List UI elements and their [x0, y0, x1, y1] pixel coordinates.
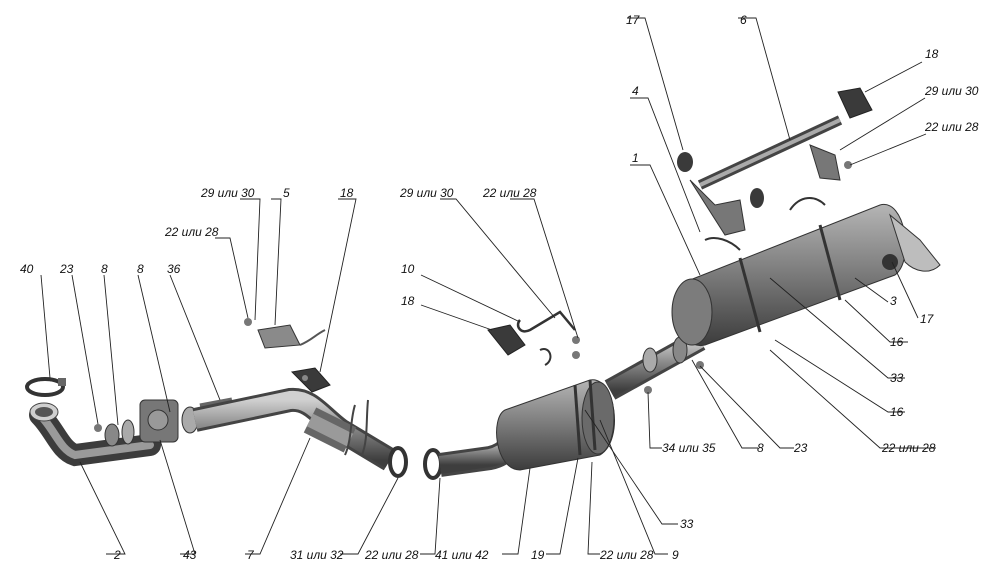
callout-17: 17 — [920, 312, 935, 326]
clamp-40 — [25, 377, 66, 397]
callout-22-28: 22 или 28 — [599, 548, 654, 562]
callout-22-28: 22 или 28 — [482, 186, 537, 200]
gasket-flange-8-23 — [94, 419, 135, 447]
callout-18: 18 — [401, 294, 415, 308]
callout-5: 5 — [283, 186, 290, 200]
callout-8: 8 — [757, 441, 764, 455]
bracket-5 — [244, 318, 326, 349]
callout-16: 16 — [890, 335, 904, 349]
callout-8: 8 — [101, 262, 108, 276]
callout-29-30: 29 или 30 — [924, 84, 979, 98]
intermediate-pipe — [192, 387, 397, 471]
callout-17: 17 — [626, 13, 641, 27]
callout-43: 43 — [183, 548, 197, 562]
flexible-joint-43 — [139, 399, 199, 443]
brackets-10-18 — [487, 310, 580, 366]
callout-9: 9 — [672, 548, 679, 562]
muffler-1 — [671, 204, 941, 346]
callout-18: 18 — [925, 47, 939, 61]
front-pipe — [29, 402, 161, 467]
callout-22-28: 22 или 28 — [924, 120, 979, 134]
callout-labels: 40 23 8 8 36 29 или 30 5 18 22 или 28 29… — [20, 13, 979, 562]
callout-33: 33 — [680, 517, 694, 531]
callout-4: 4 — [632, 84, 639, 98]
callout-41-42: 41 или 42 — [435, 548, 489, 562]
callout-7: 7 — [247, 548, 255, 562]
callout-22-28: 22 или 28 — [164, 225, 219, 239]
callout-3: 3 — [890, 294, 897, 308]
callout-19: 19 — [531, 548, 545, 562]
bolt-36 — [199, 397, 233, 409]
callout-16: 16 — [890, 405, 904, 419]
callout-29-30: 29 или 30 — [200, 186, 255, 200]
resonator-9 — [496, 379, 615, 471]
clamp-31-32 — [388, 446, 443, 480]
hanger-bar-6 — [677, 87, 873, 251]
callout-31-32: 31 или 32 — [290, 548, 344, 562]
callout-18: 18 — [340, 186, 354, 200]
callout-22-28: 22 или 28 — [881, 441, 936, 455]
callout-8: 8 — [137, 262, 144, 276]
rubber-mount-18-left — [290, 367, 331, 393]
callout-36: 36 — [167, 262, 181, 276]
middle-pipe — [604, 330, 706, 400]
callout-34-35: 34 или 35 — [662, 441, 716, 455]
leader-lines — [40, 17, 936, 555]
callout-23: 23 — [793, 441, 808, 455]
callout-2: 2 — [113, 548, 121, 562]
callout-22-28: 22 или 28 — [364, 548, 419, 562]
callout-40: 40 — [20, 262, 34, 276]
callout-33: 33 — [890, 371, 904, 385]
callout-1: 1 — [632, 151, 639, 165]
callout-10: 10 — [401, 262, 415, 276]
callout-29-30: 29 или 30 — [399, 186, 454, 200]
callout-6: 6 — [740, 13, 747, 27]
callout-23: 23 — [59, 262, 74, 276]
